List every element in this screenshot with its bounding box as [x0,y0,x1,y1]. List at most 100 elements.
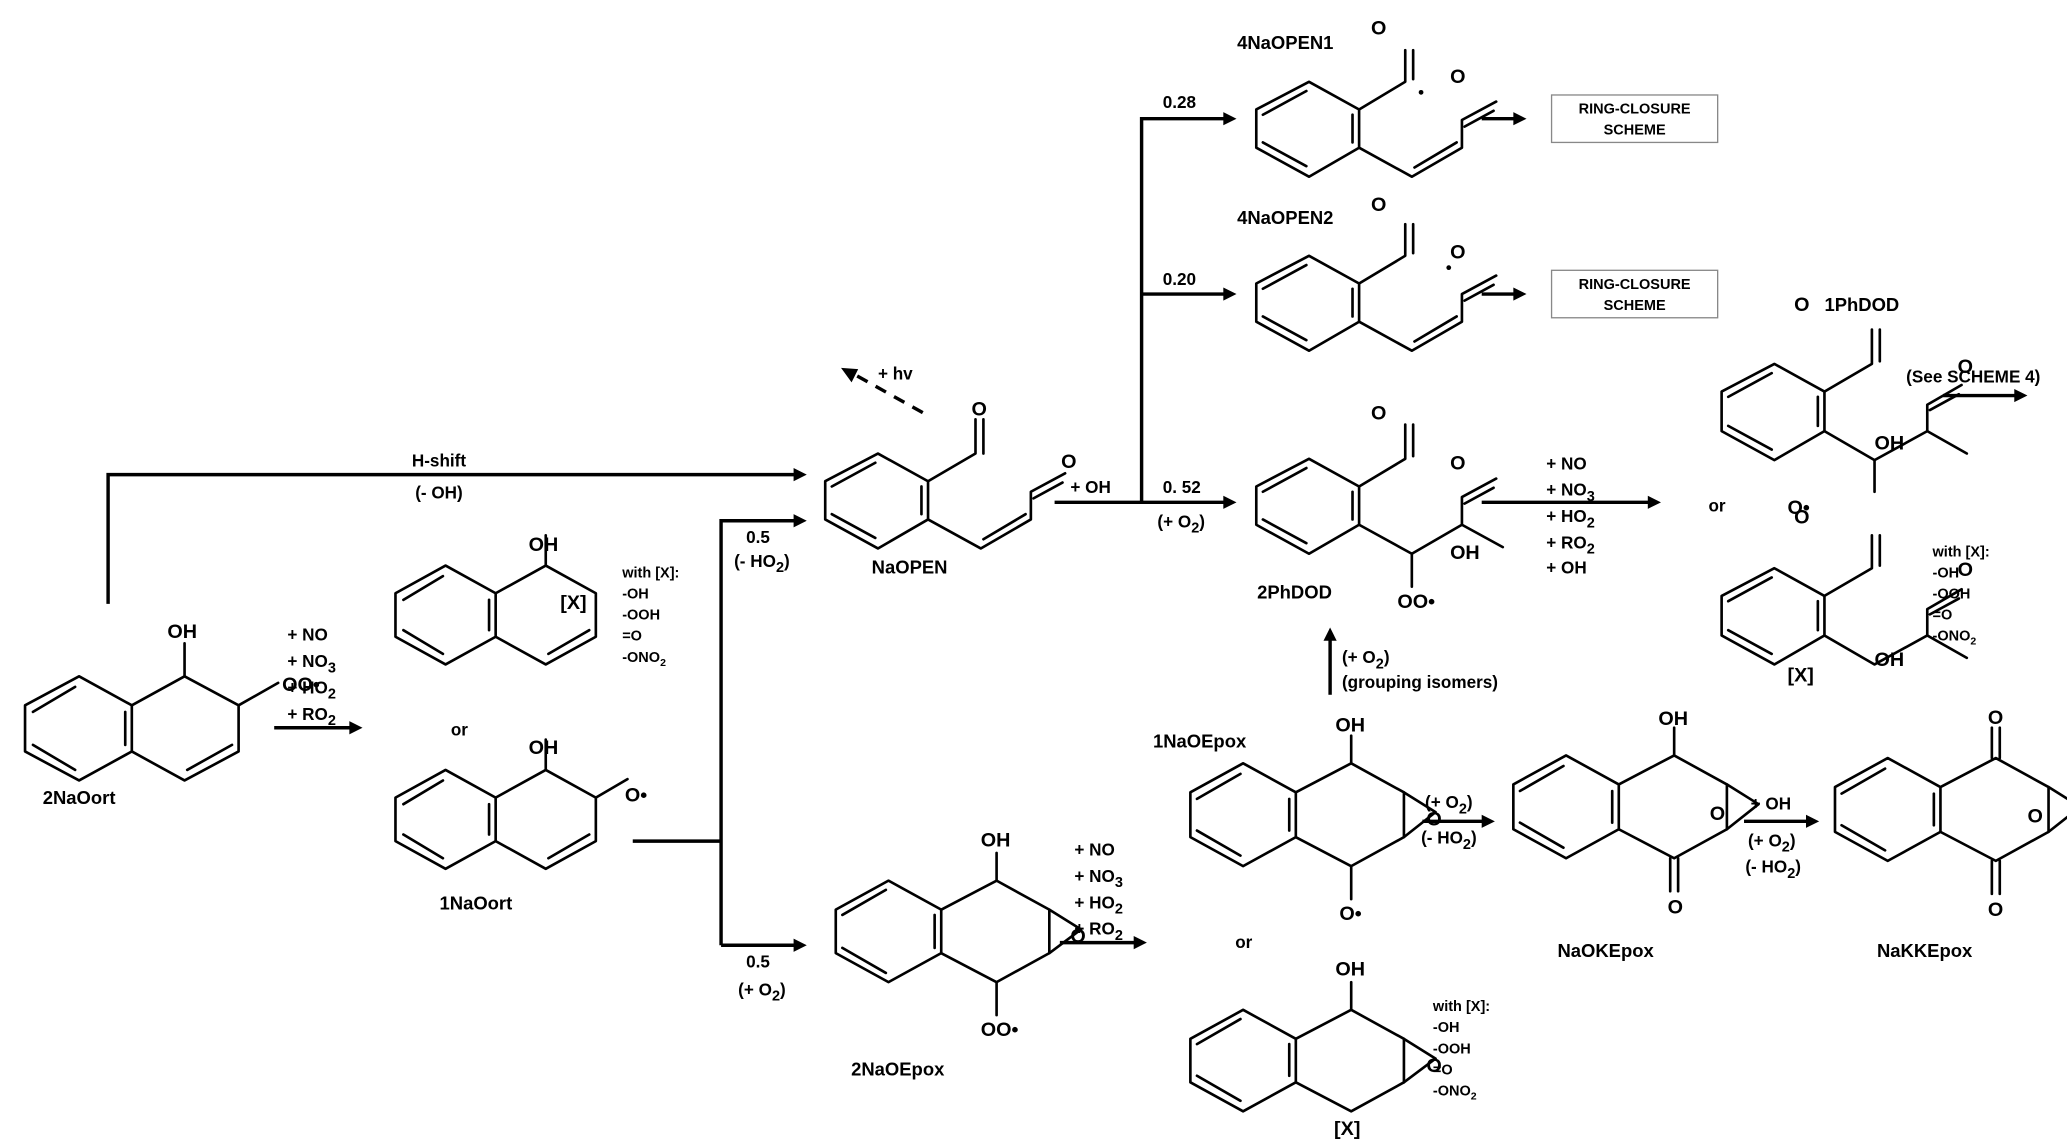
svg-text:=O: =O [1933,608,1953,624]
atom-oh: OH [167,621,197,643]
svg-text:O: O [1710,803,1725,825]
svg-text:(+ O2): (+ O2) [738,979,786,1004]
svg-text:+ HO2: + HO2 [1074,892,1123,917]
compound-label-1naoort: 1NaOort [440,893,513,914]
svg-text:O: O [1426,1055,1441,1077]
svg-text:[X]: [X] [1334,1118,1360,1140]
svg-text:+ OH: + OH [1751,793,1791,813]
reaction-arrow-nox-1: + NO + NO3 + HO2 + RO2 [274,625,363,735]
compound-naokepox: OH O O NaOKEpox [1512,708,1760,961]
svg-text:+ OH: + OH [1070,477,1110,497]
svg-text:O: O [1794,506,1809,528]
svg-text:OH: OH [1335,959,1365,981]
svg-text:OO•: OO• [1397,591,1435,613]
x-substituent-list-3: with [X]: -OH -OOH =O -ONO2 [1432,999,1490,1102]
svg-text:[X]: [X] [560,592,586,614]
compound-1naoepox: OH O O• 1NaOEpox [1153,715,1442,926]
svg-text:OH: OH [1875,649,1905,671]
svg-text:-OH: -OH [622,587,649,603]
svg-text:O•: O• [1788,497,1810,519]
compound-4naopen1: O O 4NaOPEN1 [1237,17,1498,179]
x-substituent-list-1: with [X]: -OH -OOH =O -ONO2 [621,565,679,668]
svg-text:0.20: 0.20 [1163,269,1196,289]
branch-arrows-naopen: + OH 0.28 0.20 0. 52 (+ O2) [1054,92,1237,537]
svg-text:-ONO2: -ONO2 [1433,1084,1477,1103]
svg-text:OH: OH [1335,715,1365,737]
svg-text:+ OH: + OH [1546,558,1586,578]
svg-text:(- HO2): (- HO2) [1421,828,1477,853]
reaction-arrow-h-shift: H-shift (- OH) [106,451,807,604]
svg-text:+ NO: + NO [1074,840,1114,860]
svg-text:O: O [1450,241,1465,263]
compound-naoort-x-product: OH [X] [394,533,598,666]
svg-text:OH: OH [981,829,1011,851]
svg-text:OH: OH [1875,433,1905,455]
svg-text:0.28: 0.28 [1163,92,1196,112]
svg-text:+ NO: + NO [1546,453,1586,473]
or-label: or [451,720,468,740]
compound-2phdod: O O OH OO• 2PhDOD [1254,402,1505,613]
reaction-arrow-o2-1: (+ O2) (- HO2) [1421,792,1495,853]
svg-text:with [X]:: with [X]: [621,565,679,581]
svg-text:OH: OH [529,737,559,759]
compound-label-1phdod: 1PhDOD [1824,294,1899,315]
see-scheme-4-link: (See SCHEME 4) [1906,366,2040,403]
svg-text:(+ O2): (+ O2) [1342,647,1390,672]
ring-closure-box-2-line1: RING-CLOSURE [1579,277,1691,293]
compound-naopen: O O NaOPEN [823,398,1077,578]
compound-naoepox-x-product: OH O [X] [1189,959,1442,1140]
svg-text:+ NO3: + NO3 [1546,480,1595,505]
compound-nakkepox: O O O NaKKEpox [1833,707,2067,961]
svg-text:+ RO2: + RO2 [287,704,336,729]
compound-1phdod: O 1PhDOD O OH O• [1720,294,1973,519]
svg-text:OH: OH [1658,708,1688,730]
svg-text:O: O [1668,897,1683,919]
svg-text:=O: =O [1433,1062,1453,1078]
svg-text:O: O [1450,452,1465,474]
svg-text:-ONO2: -ONO2 [1933,629,1977,648]
compound-4naopen2: O O 4NaOPEN2 [1237,194,1498,353]
atom-oo-radical: OO• [282,674,320,696]
compound-phdod-x-product: O O OH [X] [1720,506,1973,687]
compound-2naoepox: OH O OO• 2NaOEpox [834,829,1086,1080]
ring-closure-box-2-line2: SCHEME [1604,298,1666,314]
compound-label-naopen: NaOPEN [872,557,948,578]
svg-text:O: O [1371,17,1386,39]
svg-text:O: O [1061,451,1076,473]
svg-text:0.5: 0.5 [746,952,770,972]
compound-label-2naoort: 2NaOort [43,787,116,808]
ring-closure-link-1: RING-CLOSURE SCHEME [1481,94,1719,144]
ring-closure-box-1-line2: SCHEME [1604,123,1666,139]
svg-text:O: O [2027,806,2042,828]
reaction-arrow-nox-3: + NO + NO3 + HO2 + RO2 [1059,840,1147,950]
compound-2naoort: OH OO• 2NaOort [23,621,320,808]
svg-text:O: O [1988,899,2003,921]
reaction-arrow-nox-2: + NO + NO3 + HO2 + RO2 + OH [1481,453,1661,578]
branch-arrows-1naoort: 0.5 (- HO2) 0.5 (+ O2) [632,514,807,1005]
compound-label-nakkepox: NaKKEpox [1877,940,1973,961]
or-label: or [1235,932,1252,952]
svg-text:+ HO2: + HO2 [1546,506,1595,531]
grouping-isomers-arrow: (+ O2) (grouping isomers) [1323,627,1498,695]
svg-text:(grouping isomers): (grouping isomers) [1342,672,1498,692]
svg-text:O: O [972,398,987,420]
svg-text:H-shift: H-shift [412,451,467,471]
svg-text:+ NO3: + NO3 [1074,866,1123,891]
svg-text:OH: OH [529,534,559,556]
svg-text:O: O [1958,356,1973,378]
svg-text:-OH: -OH [1933,565,1960,581]
photolysis-arrow: + hv [841,364,924,415]
svg-text:-ONO2: -ONO2 [622,650,666,669]
svg-text:(+ O2): (+ O2) [1748,830,1796,855]
svg-text:0.5: 0.5 [746,527,770,547]
svg-text:(+ O2): (+ O2) [1425,792,1473,817]
ring-closure-link-2: RING-CLOSURE SCHEME [1481,269,1719,319]
svg-text:O: O [1450,66,1465,88]
compound-label-1naoepox: 1NaOEpox [1153,731,1247,752]
x-substituent-list-2: with [X]: -OH -OOH =O -ONO2 [1932,544,1990,647]
compound-label-4naopen2: 4NaOPEN2 [1237,207,1333,228]
svg-text:-OOH: -OOH [1933,587,1971,603]
compound-label-2phdod: 2PhDOD [1257,582,1332,603]
svg-text:OO•: OO• [981,1019,1019,1041]
